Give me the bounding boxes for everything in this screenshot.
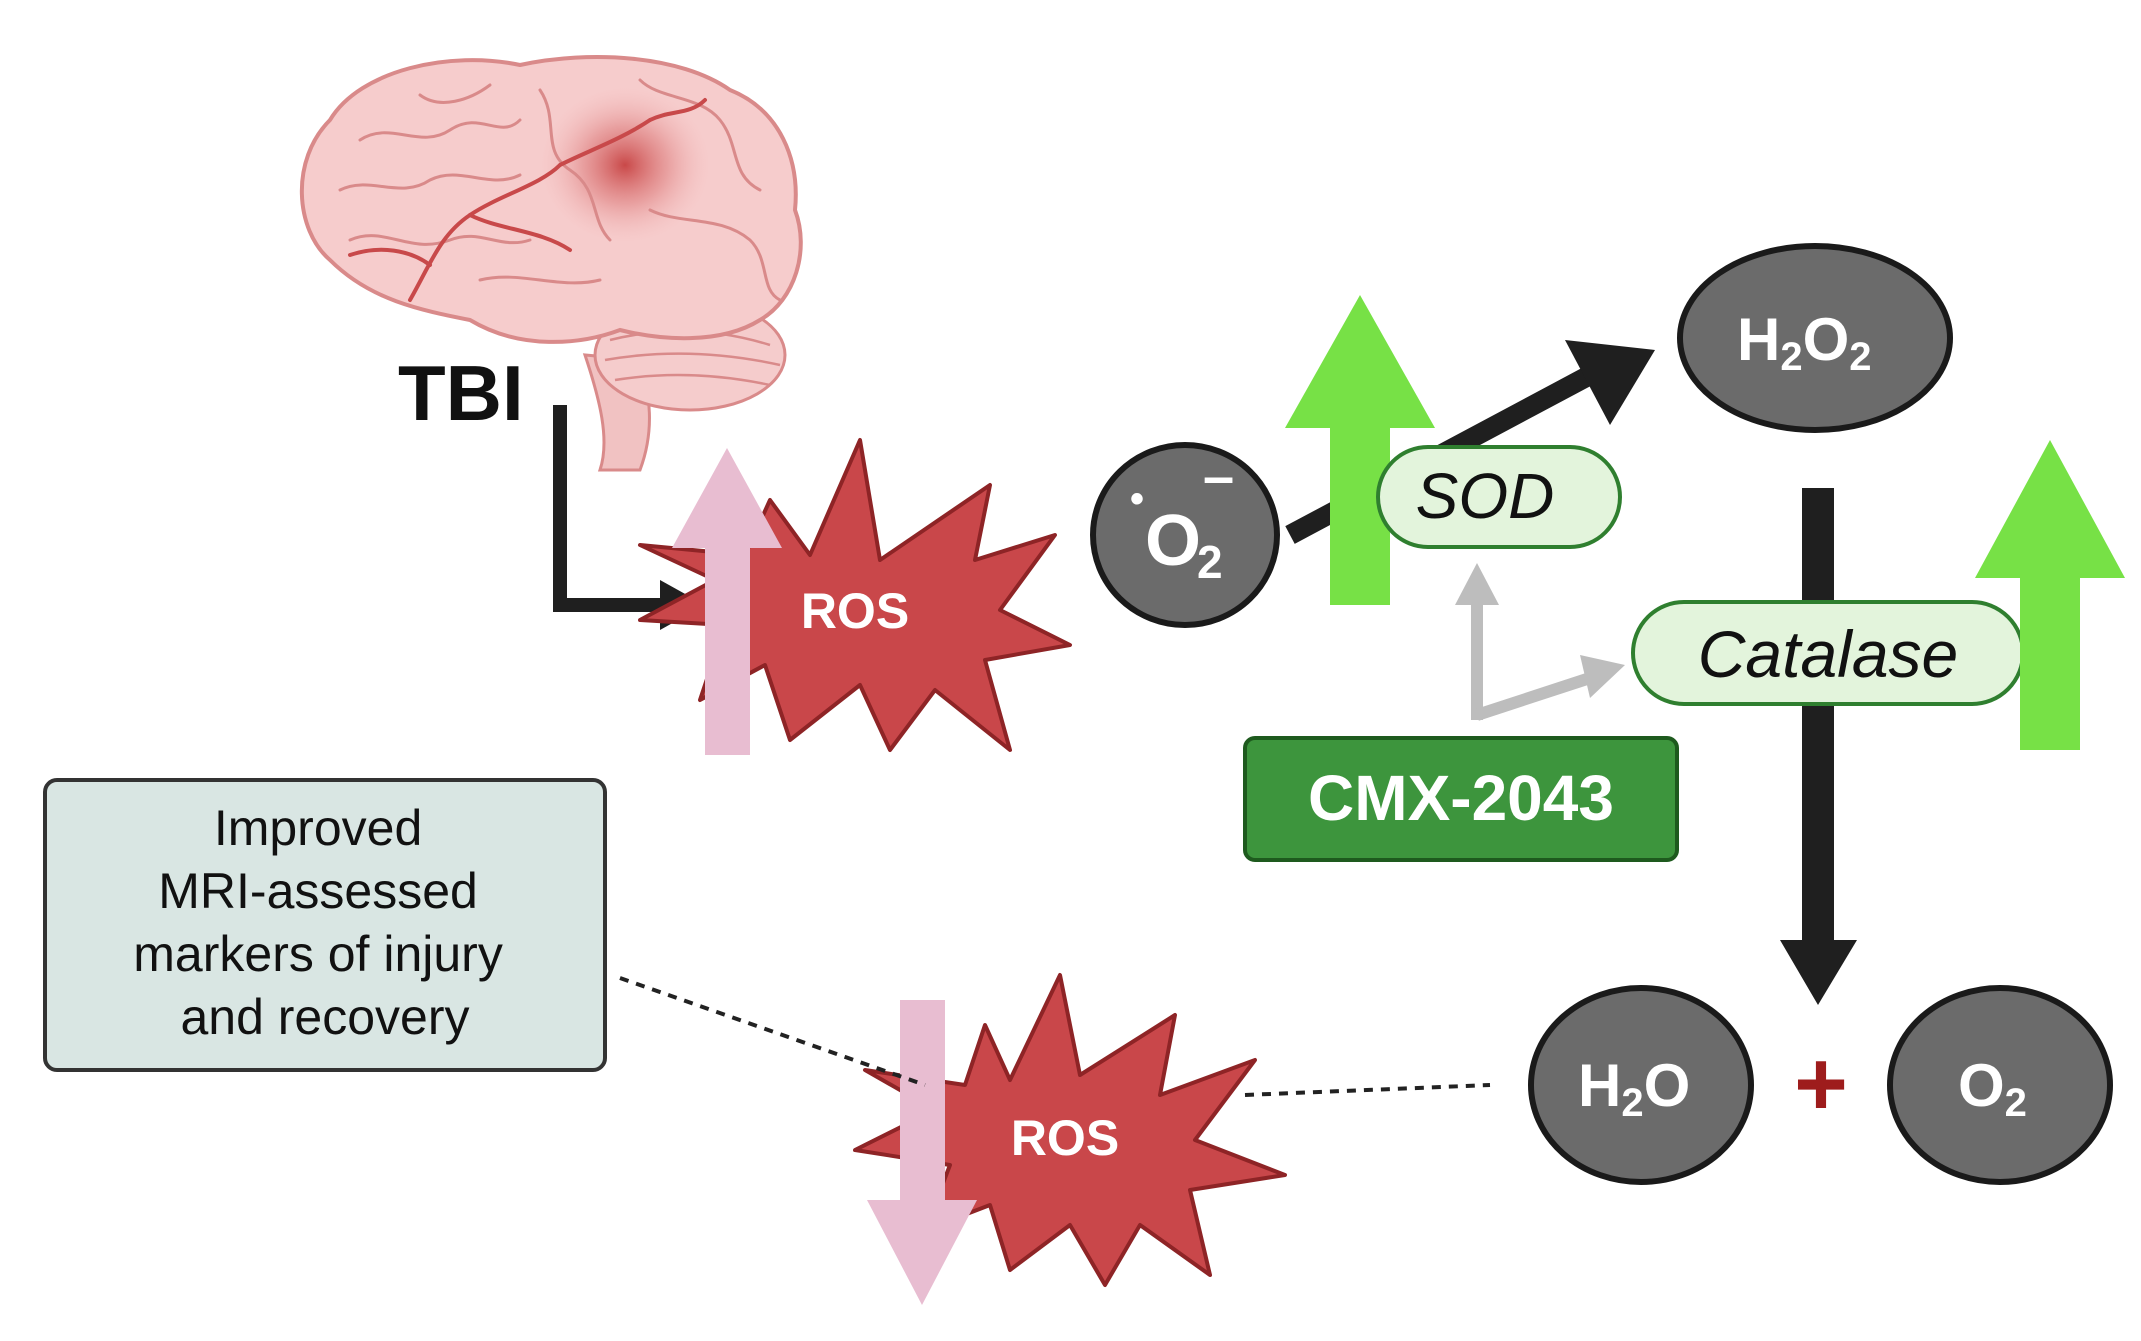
- cmx-2043-label: CMX-2043: [1308, 762, 1614, 834]
- h2o-h: H: [1578, 1052, 1621, 1119]
- superoxide-radical-dot: •: [1130, 477, 1144, 521]
- catalase-reaction-arrow: [1780, 488, 1857, 1005]
- outcome-line-2: MRI-assessed: [158, 863, 478, 919]
- superoxide-molecule: • O 2 –: [1090, 442, 1280, 628]
- brain-icon: [299, 55, 803, 472]
- outcome-box: Improved MRI-assessed markers of injury …: [43, 778, 607, 1072]
- h2o-h-subscript: 2: [1621, 1081, 1643, 1125]
- outcome-line-1: Improved: [214, 800, 422, 856]
- h2o2-o: O: [1803, 306, 1850, 373]
- ros-decrease-arrow: [867, 1000, 977, 1305]
- h2o2-h: H: [1737, 306, 1780, 373]
- h2o2-molecule: H2O2: [1677, 243, 1953, 433]
- svg-text:Improved MRI-assessed: Improved MRI-assessed markers of injury …: [133, 800, 516, 1045]
- svg-text:H2O2: H2O2: [1737, 306, 1872, 379]
- h2o2-o-subscript: 2: [1849, 335, 1871, 379]
- catalase-enzyme: Catalase: [1631, 600, 2025, 706]
- o2-o: O: [1958, 1052, 2005, 1119]
- svg-text:H2O: H2O: [1578, 1052, 1690, 1125]
- ros-burst-top: ROS: [638, 438, 1072, 752]
- outcome-line-4: and recovery: [180, 989, 469, 1045]
- h2o-molecule: H2O: [1528, 985, 1754, 1185]
- superoxide-label: O: [1145, 501, 1201, 581]
- superoxide-subscript: 2: [1197, 536, 1223, 588]
- drug-activation-arrows: [1455, 563, 1625, 721]
- sod-enzyme: SOD: [1376, 445, 1622, 549]
- catalase-label: Catalase: [1698, 617, 1959, 691]
- h2o-o: O: [1644, 1052, 1691, 1119]
- cmx-2043-drug: CMX-2043: [1243, 736, 1679, 862]
- h2o2-h-subscript: 2: [1780, 335, 1802, 379]
- o2-subscript: 2: [2005, 1081, 2027, 1125]
- catalase-increase-arrow: [1975, 440, 2125, 750]
- plus-sign: +: [1794, 1033, 1848, 1135]
- ros-label-bottom: ROS: [1011, 1110, 1119, 1166]
- tbi-label: TBI: [398, 349, 524, 437]
- sod-label: SOD: [1416, 460, 1555, 532]
- svg-text:O2: O2: [1958, 1052, 2027, 1125]
- outcome-line-3: markers of injury: [133, 926, 503, 982]
- ros-increase-arrow: [672, 448, 782, 755]
- ros-label-top: ROS: [801, 583, 909, 639]
- o2-molecule: O2: [1887, 985, 2113, 1185]
- superoxide-charge: –: [1203, 444, 1234, 507]
- outcome-connectors: [619, 976, 1491, 1097]
